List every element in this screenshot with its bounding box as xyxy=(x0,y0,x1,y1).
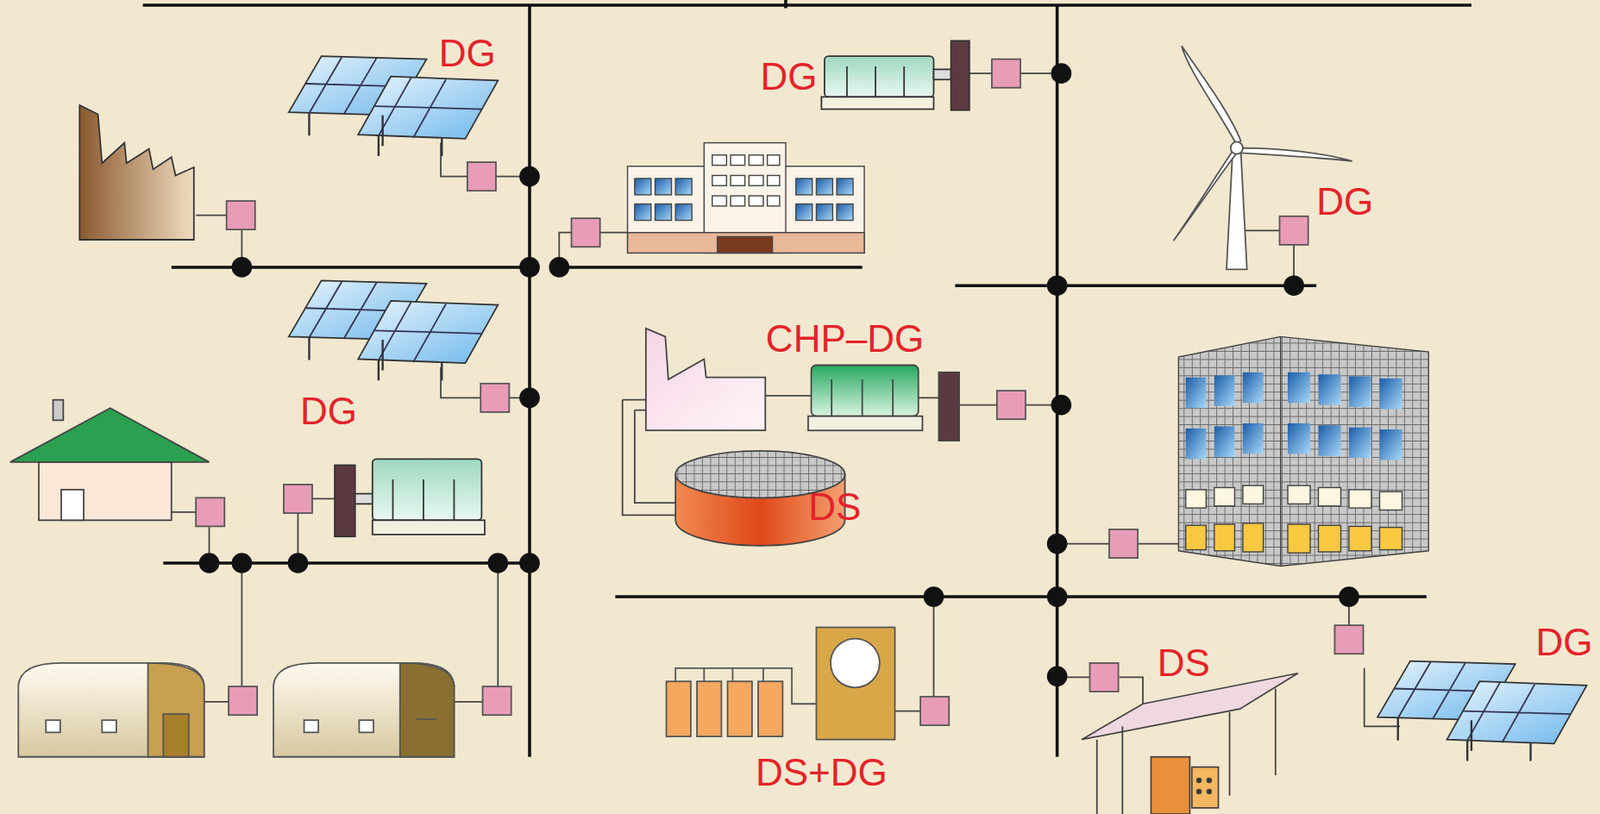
house xyxy=(10,400,210,521)
component-label: CHP–DG xyxy=(765,320,924,358)
generator xyxy=(334,458,485,537)
battery-inverter xyxy=(666,627,896,741)
controller-box xyxy=(195,59,1363,726)
bus-lines xyxy=(143,0,1472,758)
component-label: DS xyxy=(1157,644,1211,683)
component-label: DG xyxy=(439,34,496,73)
storage-shed xyxy=(1081,673,1299,814)
office-tower xyxy=(1178,336,1429,566)
feeder-lines xyxy=(171,73,1400,727)
component-label: DG xyxy=(1316,182,1374,221)
component-label: DG xyxy=(1536,623,1594,662)
wind-turbine xyxy=(1173,45,1352,270)
component-label: DG xyxy=(759,57,817,96)
component-label: DG xyxy=(300,392,358,431)
factory xyxy=(79,105,195,240)
component-label: DS+DG xyxy=(755,753,888,792)
junction-dot xyxy=(199,62,1360,687)
generator xyxy=(821,40,970,110)
solar-array xyxy=(288,280,499,381)
solar-array xyxy=(1377,661,1588,762)
greenhouse xyxy=(18,663,454,758)
office-building xyxy=(627,143,865,254)
component-label: DS xyxy=(808,488,861,527)
